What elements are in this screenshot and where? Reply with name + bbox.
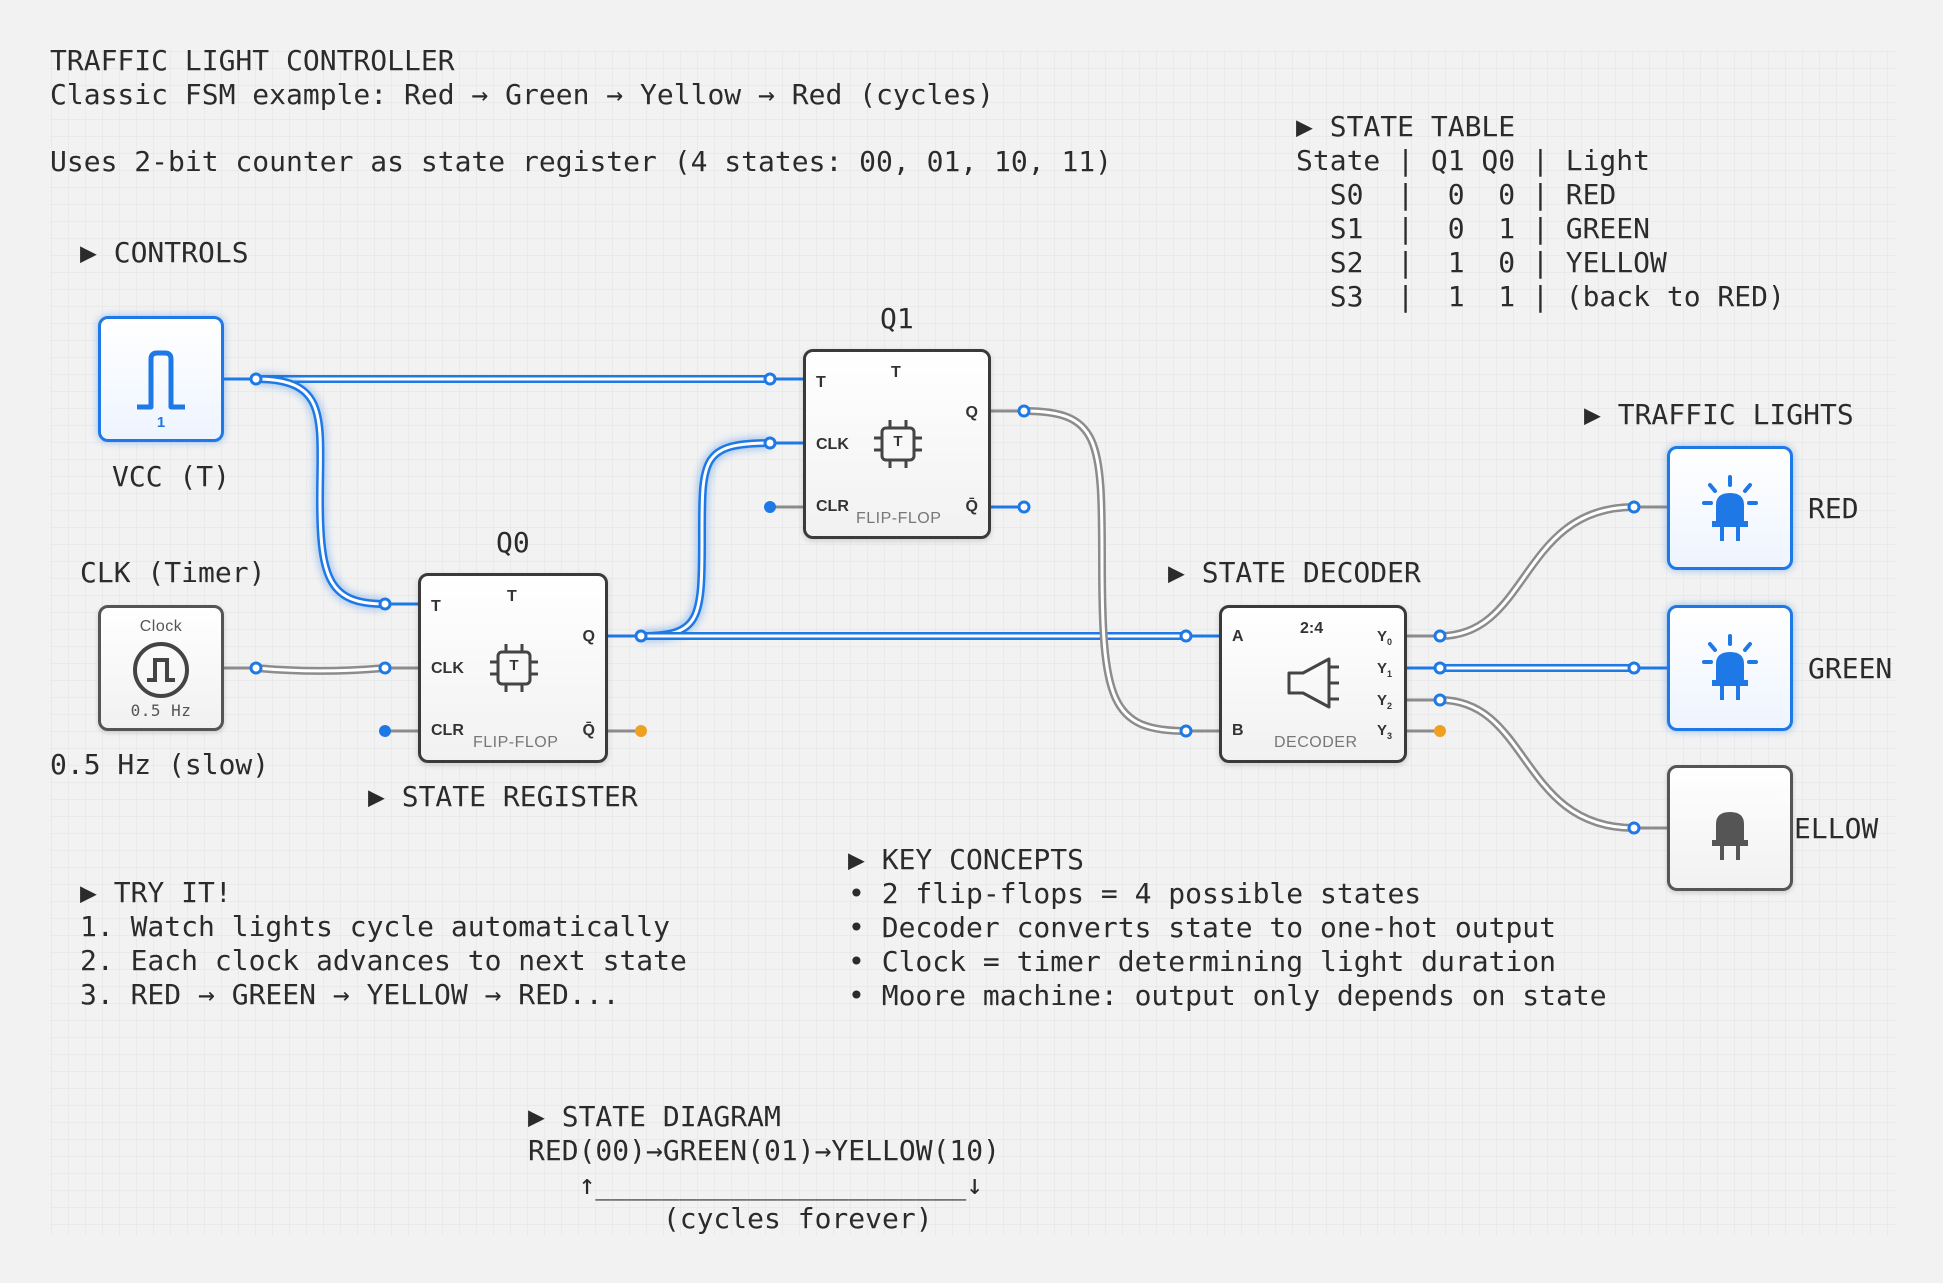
q1-pin-qbar: Q̄ <box>965 498 978 515</box>
wire-y2-to-yellow[interactable] <box>1439 696 1635 832</box>
key-concept-line: • Moore machine: output only depends on … <box>848 979 1607 1012</box>
decoder-pin-y1-sub: 1 <box>1386 669 1392 679</box>
q1-footer: FLIP-FLOP <box>856 510 942 527</box>
key-concept-line: • Clock = timer determining light durati… <box>848 945 1557 978</box>
q1-pin-clr: CLR <box>816 498 849 515</box>
decoder-pin-y3: Y3 <box>1377 722 1392 741</box>
pulse-icon <box>137 350 185 410</box>
decoder-title: 2:4 <box>1300 620 1324 637</box>
pin-dots[interactable] <box>249 372 1641 835</box>
page-title: TRAFFIC LIGHT CONTROLLER <box>50 44 455 77</box>
clock-caption: 0.5 Hz (slow) <box>50 748 270 781</box>
clock-icon <box>133 642 189 698</box>
page-subtitle: Classic FSM example: Red → Green → Yello… <box>50 78 995 111</box>
try-it-line: 1. Watch lights cycle automatically <box>80 910 671 943</box>
green-light[interactable] <box>1667 605 1793 731</box>
page-description: Uses 2-bit counter as state register (4 … <box>50 145 1113 178</box>
controls-heading: ▶ CONTROLS <box>80 236 249 269</box>
vcc-label: VCC (T) <box>112 460 231 493</box>
state-table: State | Q1 Q0 | Light S0 | 0 0 | RED S1 … <box>1296 144 1785 314</box>
state-diagram-heading: ▶ STATE DIAGRAM <box>528 1100 781 1133</box>
decoder-heading: ▶ STATE DECODER <box>1168 556 1421 589</box>
state-diagram-panel: ▶ STATE DIAGRAM RED(00)→GREEN(01)→YELLOW… <box>528 1100 1000 1236</box>
decoder-pin-y1: Y1 <box>1377 660 1392 679</box>
clock-component[interactable]: Clock 0.5 Hz <box>98 605 224 731</box>
try-it-heading: ▶ TRY IT! <box>80 876 232 909</box>
light-bulb-off-icon <box>1712 812 1748 860</box>
q0-pin-t: T <box>431 598 441 615</box>
q0-pin-qbar: Q̄ <box>582 722 595 739</box>
state-table-row: S1 | 0 1 | GREEN <box>1296 212 1651 245</box>
q1-pin-q: Q <box>965 404 978 421</box>
q0-pin-q: Q <box>582 628 595 645</box>
chip-icon <box>490 644 538 692</box>
q1-title: Q1 <box>880 302 914 335</box>
wire-q1-to-decoder-b[interactable] <box>1023 407 1187 735</box>
state-table-row: S0 | 0 0 | RED <box>1296 178 1617 211</box>
q1-top-label: T <box>891 364 901 381</box>
state-diagram-line: RED(00)→GREEN(01)→YELLOW(10) <box>528 1134 1001 1167</box>
state-diagram-line: ↑______________________↓ <box>528 1168 984 1201</box>
vcc-button[interactable]: 1 <box>98 316 224 442</box>
q0-pin-clk: CLK <box>431 660 464 677</box>
decoder-pin-y0-letter: Y <box>1376 628 1387 645</box>
clock-heading: CLK (Timer) <box>80 556 266 589</box>
q0-flip-flop[interactable]: T T CLK CLR Q Q̄ T FLIP-FLOP <box>418 573 608 763</box>
key-concepts-heading: ▶ KEY CONCEPTS <box>848 843 1085 876</box>
traffic-lights-heading: ▶ TRAFFIC LIGHTS <box>1584 398 1854 431</box>
state-table-row: State | Q1 Q0 | Light <box>1296 144 1651 177</box>
clock-title: Clock <box>139 618 183 635</box>
state-register-caption: ▶ STATE REGISTER <box>368 780 638 813</box>
q0-pin-clr: CLR <box>431 722 464 739</box>
vcc-value: 1 <box>156 414 166 431</box>
wire-vcc-to-q0-t[interactable] <box>255 373 386 610</box>
state-table-heading: ▶ STATE TABLE <box>1296 110 1516 143</box>
state-decoder[interactable]: 2:4 A B Y0 Y1 Y2 Y3 DECODER <box>1219 605 1407 763</box>
light-bulb-on-icon <box>1702 634 1758 700</box>
q0-footer: FLIP-FLOP <box>473 734 559 751</box>
decoder-pin-y2: Y2 <box>1377 692 1392 711</box>
key-concept-line: • 2 flip-flops = 4 possible states <box>848 877 1422 910</box>
state-diagram-line: (cycles forever) <box>528 1202 933 1235</box>
q0-title: Q0 <box>496 526 530 559</box>
chip-icon <box>874 420 922 468</box>
decoder-pin-y0-sub: 0 <box>1386 637 1392 647</box>
decoder-pin-y3-sub: 3 <box>1386 731 1392 741</box>
q1-icon-letter: T <box>893 433 903 450</box>
state-table-row: S3 | 1 1 | (back to RED) <box>1296 280 1785 313</box>
wire-y0-to-red[interactable] <box>1439 503 1635 640</box>
try-it-line: 2. Each clock advances to next state <box>80 944 687 977</box>
q1-pin-t: T <box>816 374 826 391</box>
decoder-pin-a: A <box>1232 628 1244 645</box>
green-light-label: GREEN <box>1808 652 1893 685</box>
q1-flip-flop[interactable]: T T CLK CLR Q Q̄ T FLIP-FLOP <box>803 349 991 539</box>
decoder-icon <box>1287 657 1339 709</box>
try-it-line: 3. RED → GREEN → YELLOW → RED... <box>80 978 620 1011</box>
light-bulb-on-icon <box>1702 475 1758 541</box>
clock-frequency: 0.5 Hz <box>130 701 192 720</box>
try-it-panel: ▶ TRY IT! 1. Watch lights cycle automati… <box>80 876 687 1012</box>
red-light-label: RED <box>1808 492 1859 525</box>
key-concept-line: • Decoder converts state to one-hot outp… <box>848 911 1557 944</box>
q1-pin-clk: CLK <box>816 436 849 453</box>
decoder-pin-b: B <box>1232 722 1244 739</box>
q0-icon-letter: T <box>509 657 519 674</box>
decoder-pin-y2-sub: 2 <box>1386 701 1392 711</box>
q0-top-label: T <box>507 588 517 605</box>
decoder-footer: DECODER <box>1274 734 1358 751</box>
decoder-pin-y1-letter: Y <box>1376 660 1387 677</box>
decoder-pin-y3-letter: Y <box>1376 722 1387 739</box>
red-light[interactable] <box>1667 446 1793 570</box>
yellow-light-label: ELLOW <box>1794 812 1879 845</box>
decoder-pin-y0: Y0 <box>1377 628 1392 647</box>
state-table-row: S2 | 1 0 | YELLOW <box>1296 246 1667 279</box>
yellow-light[interactable] <box>1667 765 1793 891</box>
key-concepts-panel: ▶ KEY CONCEPTS • 2 flip-flops = 4 possib… <box>848 843 1607 1013</box>
decoder-pin-y2-letter: Y <box>1376 692 1387 709</box>
wire-clock-to-q0-clk[interactable] <box>255 664 386 675</box>
grid-background <box>50 50 1895 1235</box>
